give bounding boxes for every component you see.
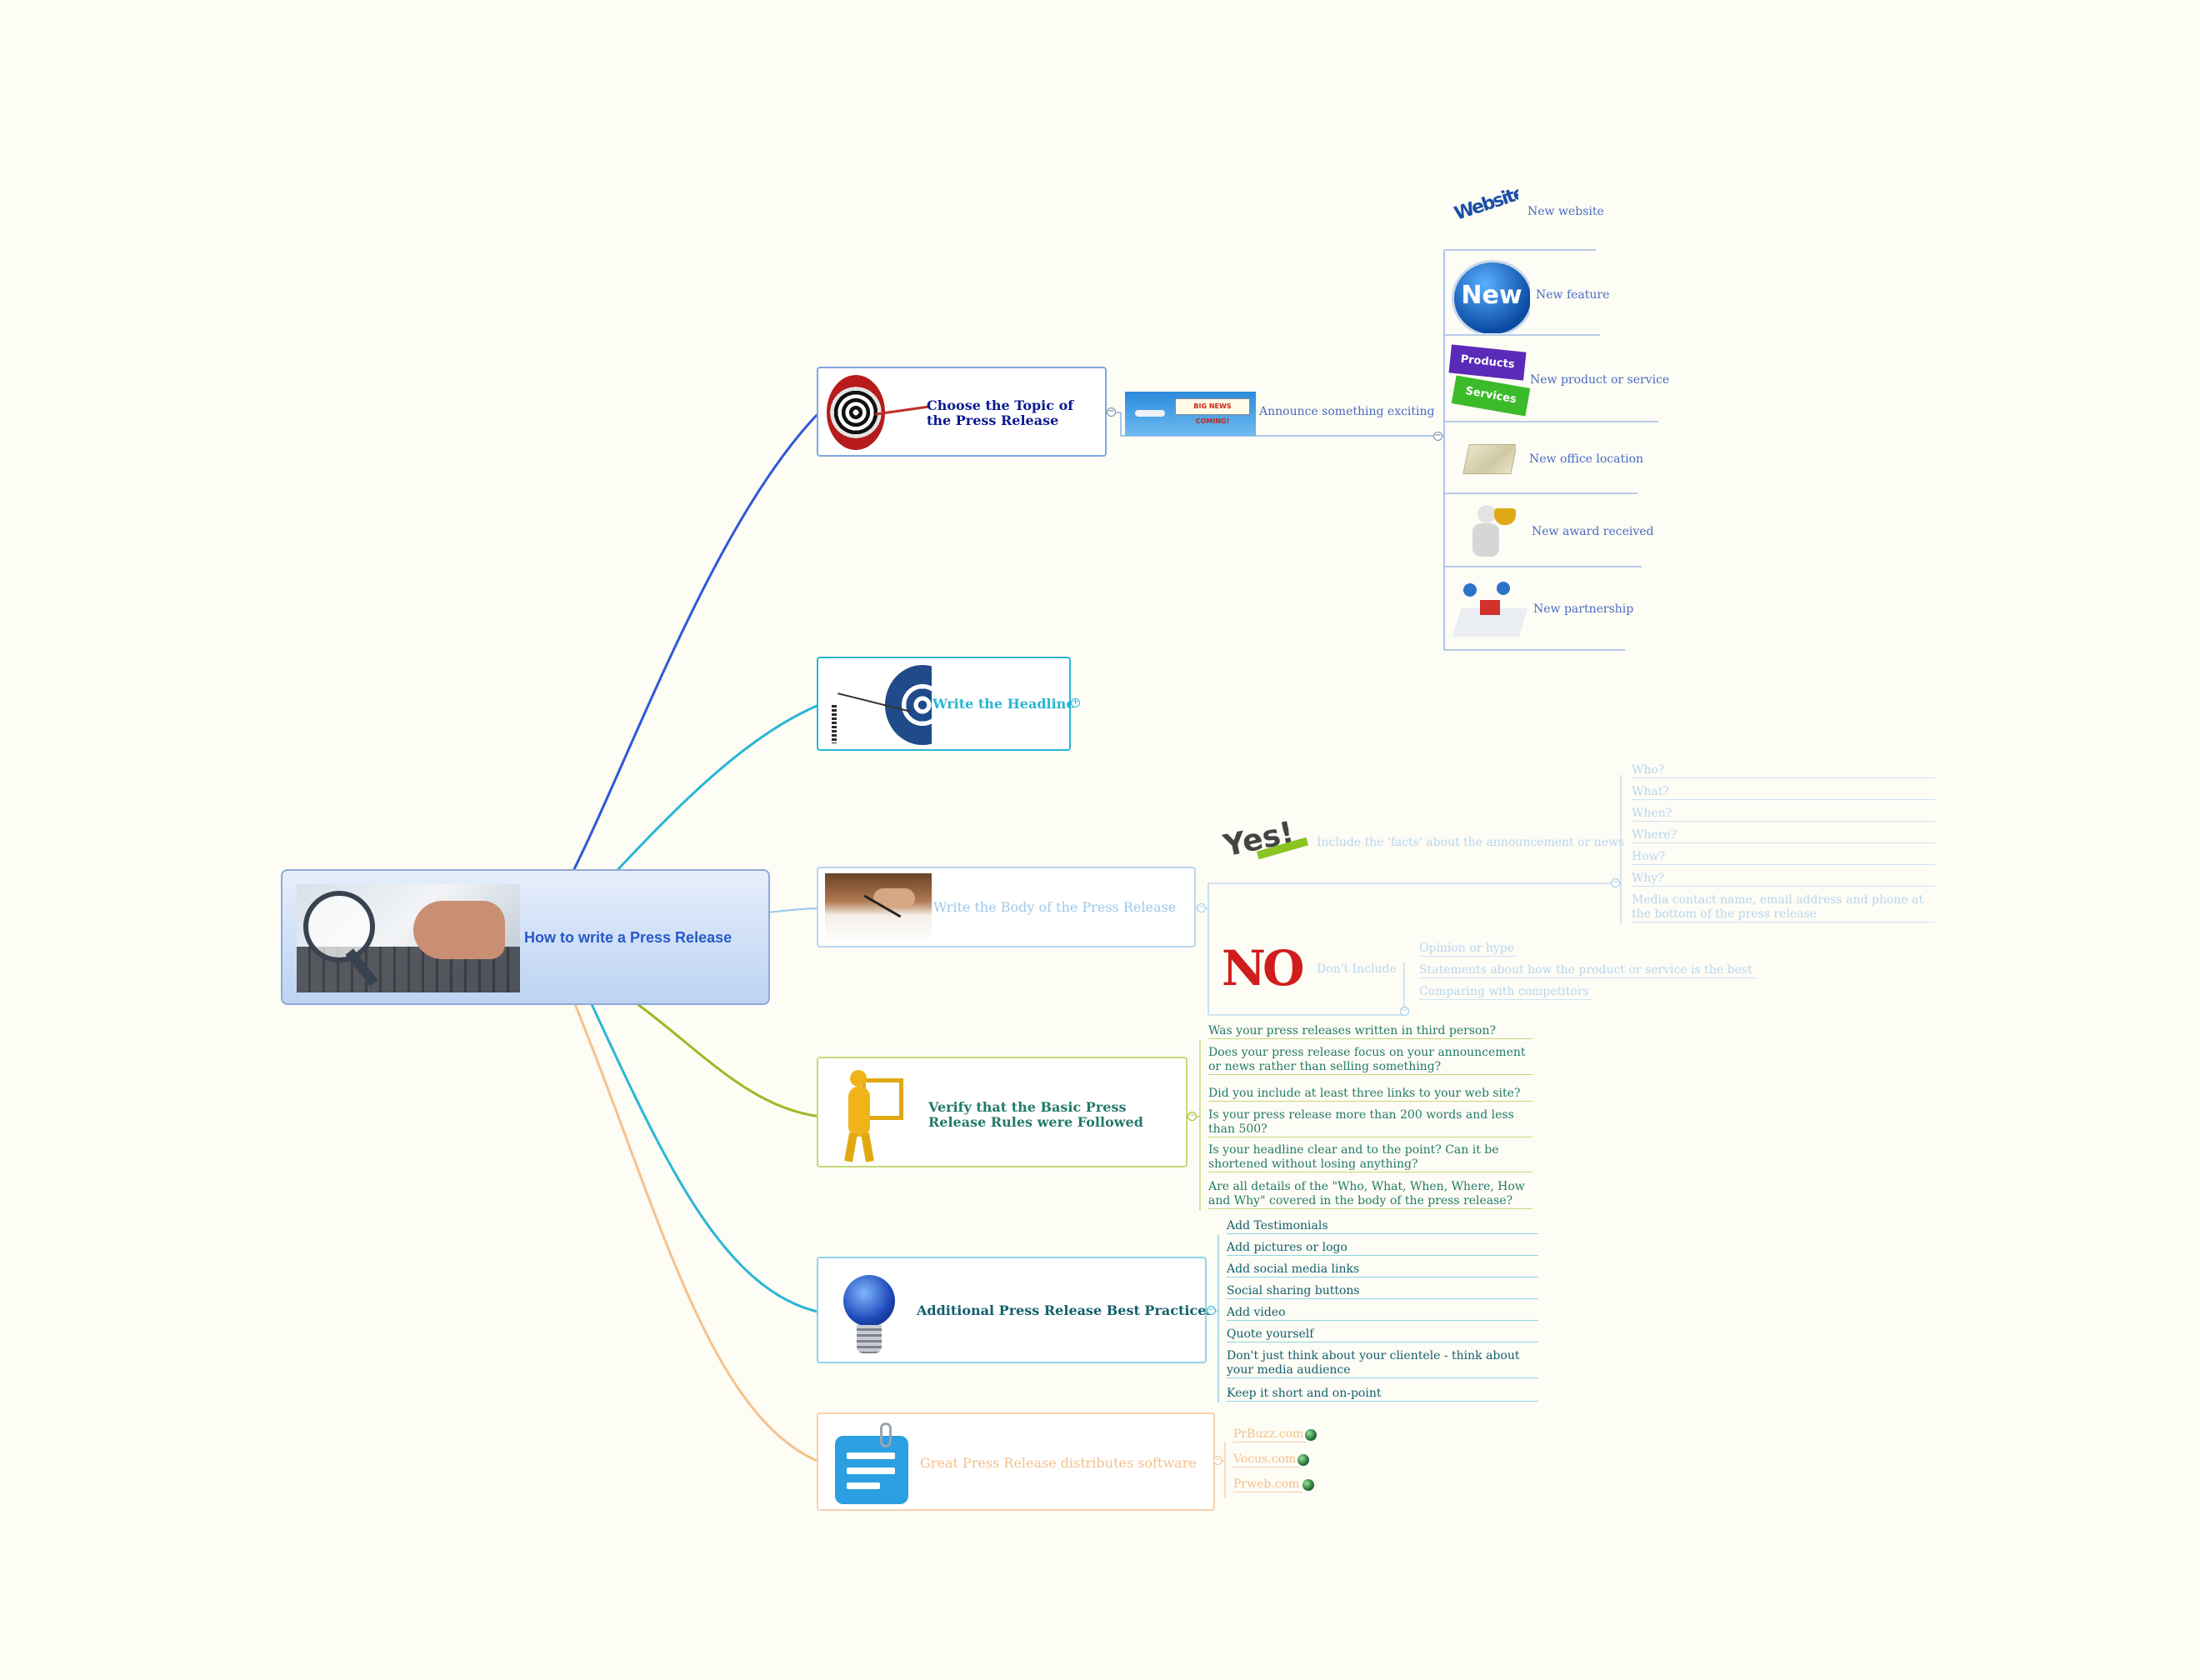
banner-text: BIG NEWS COMING! — [1175, 398, 1250, 425]
exclude-item[interactable]: Opinion or hype — [1419, 942, 1518, 957]
collapse-toggle-include[interactable]: − — [1611, 878, 1620, 888]
central-topic-node[interactable]: How to write a Press Release — [281, 869, 770, 1005]
verify-item[interactable]: Did you include at least three links to … — [1208, 1087, 1532, 1102]
verify-item[interactable]: Does your press release focus on your an… — [1208, 1046, 1532, 1075]
topic-item-new-product[interactable]: New product or service — [1530, 373, 1670, 387]
branch-verify-label: Verify that the Basic Press Release Rule… — [928, 1099, 1143, 1130]
software-link[interactable]: Vocus.com — [1233, 1452, 1300, 1468]
include-item[interactable]: How? — [1632, 850, 1935, 865]
software-link[interactable]: Prweb.com — [1233, 1478, 1303, 1492]
lightbulb-globe-icon — [840, 1267, 898, 1360]
branch-topic-label: Choose the Topic of the Press Release — [927, 398, 1074, 428]
map-icon — [1462, 438, 1516, 479]
include-item[interactable]: Media contact name, email address and ph… — [1632, 893, 1935, 922]
topic-item-new-website[interactable]: New website — [1528, 205, 1604, 218]
collapse-toggle-practices[interactable]: − — [1207, 1305, 1216, 1315]
arrow-target-icon — [825, 665, 932, 745]
branch-software-node[interactable]: Great Press Release distributes software — [817, 1412, 1215, 1511]
practice-item[interactable]: Quote yourself — [1227, 1328, 1538, 1342]
include-item[interactable]: When? — [1632, 807, 1935, 822]
include-item[interactable]: Who? — [1632, 763, 1935, 778]
connector — [1120, 412, 1438, 437]
branch-line-headline — [615, 702, 822, 872]
web-link-globe-icon[interactable] — [1302, 1479, 1314, 1491]
web-link-globe-icon[interactable] — [1298, 1454, 1309, 1466]
collapse-toggle-body[interactable]: − — [1197, 902, 1206, 912]
no-icon: NO — [1215, 932, 1313, 1008]
writing-hand-icon — [825, 873, 932, 943]
practice-item[interactable]: Don't just think about your clientele - … — [1227, 1349, 1538, 1378]
yes-icon: Yes! — [1215, 804, 1313, 879]
branch-body-node[interactable]: Write the Body of the Press Release — [817, 867, 1196, 948]
branch-topic-node[interactable]: Choose the Topic of the Press Release — [817, 367, 1107, 457]
branch-practices-label: Additional Press Release Best Practices — [917, 1302, 1214, 1318]
branch-line-practices — [590, 1003, 822, 1314]
body-exclude-label[interactable]: Don't Include — [1317, 962, 1397, 976]
collapse-toggle-topic[interactable]: − — [1107, 407, 1116, 417]
verify-item[interactable]: Is your press release more than 200 word… — [1208, 1108, 1532, 1138]
collapse-toggle-software[interactable]: − — [1213, 1455, 1222, 1465]
exclude-item[interactable]: Statements about how the product or serv… — [1419, 963, 1756, 978]
dartboard-icon — [825, 373, 933, 453]
puzzle-figures-icon — [1450, 575, 1530, 648]
products-label: Products — [1448, 344, 1527, 381]
branch-line-software — [573, 1003, 822, 1464]
products-services-icon: Products Services — [1448, 342, 1530, 420]
collapse-toggle-exclude[interactable]: − — [1400, 1006, 1409, 1016]
branch-headline-node[interactable]: Write the Headline — [817, 657, 1075, 751]
software-link[interactable]: PrBuzz.com — [1233, 1428, 1308, 1442]
branch-software-label: Great Press Release distributes software — [920, 1455, 1197, 1471]
branch-practices-node[interactable]: Additional Press Release Best Practices — [817, 1257, 1213, 1363]
collapse-toggle-verify[interactable]: − — [1188, 1111, 1197, 1121]
branch-headline-label: Write the Headline — [932, 696, 1075, 712]
new-badge-text: New — [1461, 281, 1522, 310]
topic-item-new-partnership[interactable]: New partnership — [1533, 602, 1634, 616]
branch-line-verify — [637, 1002, 822, 1118]
laptop-magnifier-icon — [297, 884, 520, 992]
figure-checkbox-icon — [833, 1065, 917, 1165]
verify-item[interactable]: Is your headline clear and to the point?… — [1208, 1143, 1532, 1172]
notepad-icon — [832, 1422, 913, 1506]
no-icon-text: NO — [1222, 940, 1305, 997]
include-item[interactable]: What? — [1632, 785, 1935, 800]
web-link-globe-icon[interactable] — [1305, 1429, 1317, 1441]
body-include-label[interactable]: Include the 'facts' about the announceme… — [1317, 836, 1625, 849]
expand-toggle-headline[interactable]: + — [1071, 698, 1080, 708]
practice-item[interactable]: Social sharing buttons — [1227, 1284, 1538, 1299]
practice-item[interactable]: Add Testimonials — [1227, 1219, 1538, 1234]
branch-line-topic — [572, 409, 822, 872]
exclude-item[interactable]: Comparing with competitors — [1419, 985, 1592, 1000]
include-item[interactable]: Where? — [1632, 828, 1935, 843]
practice-item[interactable]: Keep it short and on-point — [1227, 1387, 1538, 1402]
branch-verify-node[interactable]: Verify that the Basic Press Release Rule… — [817, 1057, 1188, 1168]
include-item[interactable]: Why? — [1632, 872, 1935, 887]
verify-item[interactable]: Was your press releases written in third… — [1208, 1024, 1532, 1039]
central-topic-label: How to write a Press Release — [524, 929, 732, 946]
announce-label[interactable]: Announce something exciting — [1259, 405, 1435, 418]
airplane-banner-icon: BIG NEWS COMING! — [1125, 392, 1256, 436]
website-icon-text: Website — [1452, 182, 1518, 225]
branch-body-label: Write the Body of the Press Release — [933, 899, 1177, 915]
collapse-toggle-announce[interactable]: − — [1433, 431, 1442, 441]
topic-item-new-award[interactable]: New award received — [1532, 525, 1654, 538]
branch-line-body — [766, 908, 822, 913]
verify-item[interactable]: Are all details of the "Who, What, When,… — [1208, 1180, 1532, 1209]
new-badge-icon: New — [1450, 258, 1530, 333]
practice-item[interactable]: Add video — [1227, 1306, 1538, 1321]
practice-item[interactable]: Add social media links — [1227, 1262, 1538, 1278]
trophy-figure-icon — [1454, 500, 1526, 565]
topic-item-new-office[interactable]: New office location — [1529, 452, 1644, 466]
website-letters-icon: Website — [1452, 177, 1518, 243]
topic-item-new-feature[interactable]: New feature — [1536, 288, 1610, 302]
services-label: Services — [1451, 375, 1530, 417]
practice-item[interactable]: Add pictures or logo — [1227, 1241, 1538, 1256]
